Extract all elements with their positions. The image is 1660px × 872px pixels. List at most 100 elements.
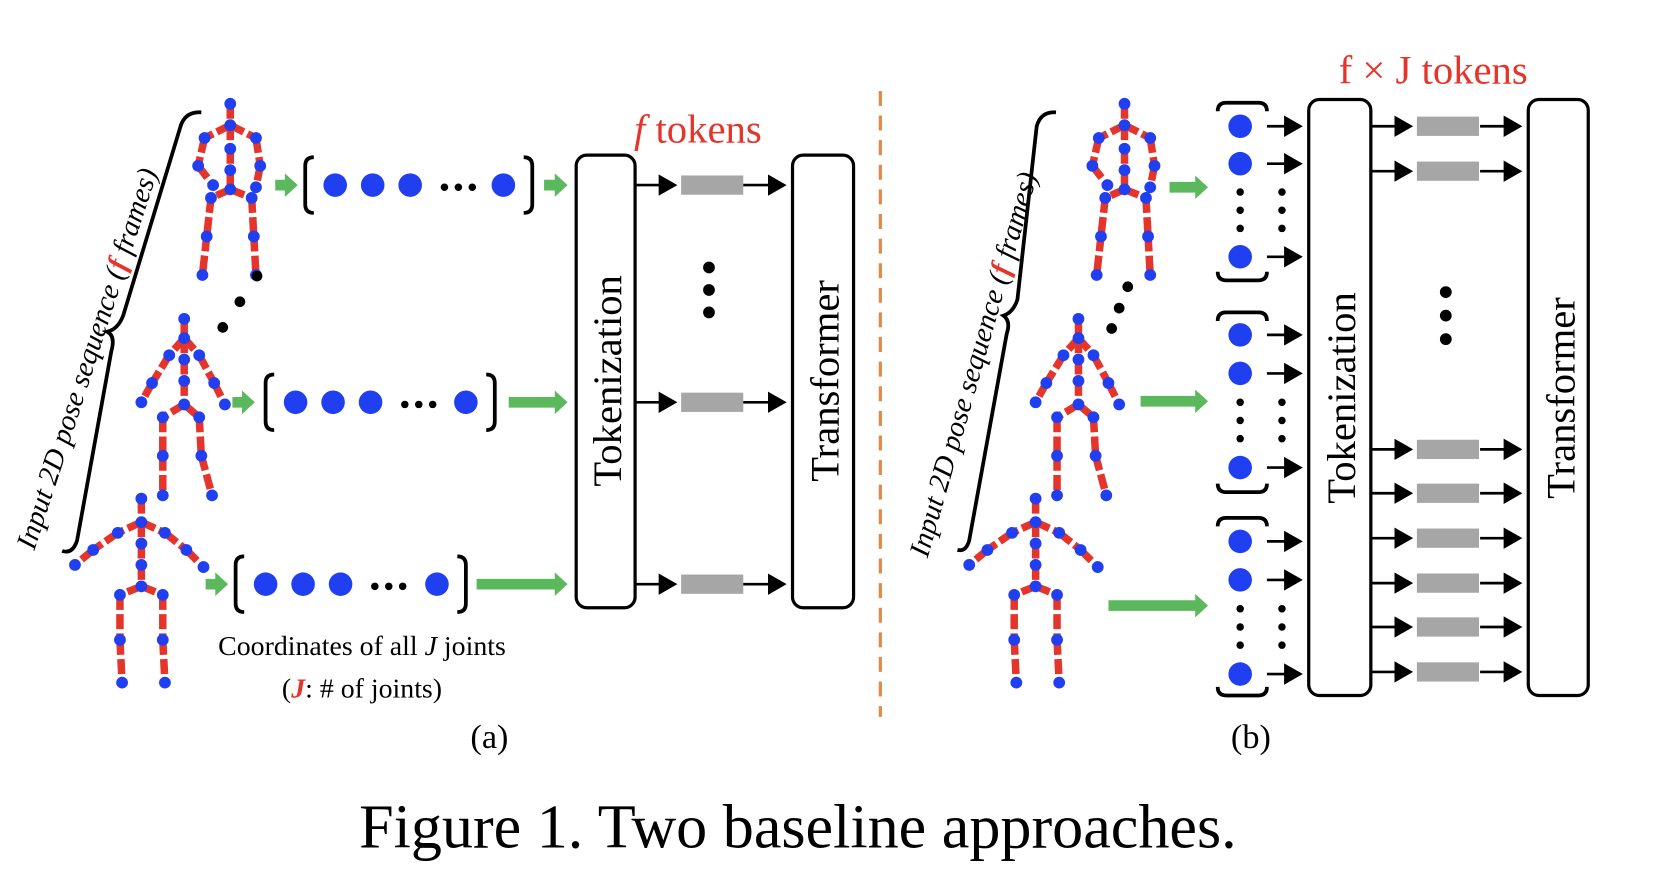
bracket-top — [1215, 100, 1269, 112]
skeleton-frame-1-joint — [1140, 192, 1152, 204]
skeleton-frame-1-joint — [224, 142, 237, 155]
skeleton-frame-1-joint — [1142, 230, 1154, 243]
skeleton-frame-1-joint — [1090, 269, 1103, 281]
sublabel-b: (b) — [1231, 718, 1271, 756]
skeleton-frame-3-joint — [116, 676, 128, 689]
joint-token-input — [1228, 455, 1252, 480]
skeleton-frame-1-limb — [1097, 197, 1109, 237]
green-arrow — [1108, 593, 1209, 618]
transformer-label-b: Transformer — [1538, 297, 1583, 499]
skeleton-frame-1-joint — [224, 119, 237, 132]
green-arrow — [205, 572, 229, 596]
ellipsis-dot — [454, 183, 463, 191]
ellipsis-dot — [1278, 398, 1286, 407]
skeleton-frame-3-joint — [963, 559, 976, 571]
skeleton-frame-2-joint — [219, 398, 231, 411]
skeleton-frame-3-limb — [1053, 639, 1063, 683]
ellipsis-dot — [1106, 323, 1118, 334]
tokenization-box-a — [574, 153, 637, 610]
skeleton-frame-1-joint — [1118, 97, 1131, 110]
ellipsis-dot — [398, 582, 407, 591]
joint-token-input — [1228, 662, 1252, 686]
green-arrow — [1169, 175, 1209, 200]
ellipsis-dot — [1278, 416, 1286, 425]
skeleton-frame-3-limb — [1010, 639, 1021, 683]
tokenization-label-a: Tokenization — [585, 275, 630, 487]
skeleton-frame-2-joint — [1087, 411, 1100, 424]
skeleton-frame-2-joint — [1072, 312, 1085, 325]
skeleton-frame-2-joint — [1100, 489, 1113, 502]
skeleton-frame-2-joint — [178, 312, 191, 325]
skeleton-frame-1-limb — [202, 197, 215, 237]
joint-token — [1416, 483, 1480, 503]
ellipsis-dot — [1278, 434, 1286, 443]
joint-coordinate — [358, 390, 383, 415]
joint-coordinate — [491, 173, 516, 197]
joint-token — [1416, 662, 1480, 682]
ellipsis-dot — [1236, 605, 1244, 613]
skeleton-frame-3-joint — [1029, 516, 1042, 529]
skeleton-frame-1-joint — [1101, 179, 1114, 191]
bracket-right — [486, 372, 497, 432]
green-arrow — [508, 390, 568, 415]
bracket-bottom — [1215, 483, 1269, 495]
skeleton-frame-1-joint — [245, 192, 258, 204]
skeleton-frame-3-joint — [1051, 633, 1063, 646]
skeleton-frame-1-joint — [205, 192, 217, 204]
joint-token — [1416, 116, 1480, 136]
skeleton-frame-1-joint — [1118, 183, 1131, 196]
ellipsis-dot — [703, 261, 715, 274]
ellipsis-dot — [1236, 434, 1244, 443]
skeleton-frame-1-limb — [1142, 197, 1152, 237]
skeleton-frame-2-joint — [156, 411, 169, 424]
bracket-left — [233, 554, 245, 614]
skeleton-frame-2-joint — [208, 377, 221, 389]
bracket-right — [457, 554, 468, 614]
frame-token — [681, 574, 744, 594]
skeleton-frame-3-joint — [1006, 526, 1018, 539]
skeleton-frame-3-joint — [156, 589, 169, 601]
frame-brace-b — [956, 110, 1057, 553]
ellipsis-dot — [703, 284, 715, 296]
joint-token-input — [1228, 114, 1252, 139]
skeleton-frame-3-joint — [197, 561, 210, 573]
bracket-top — [1215, 515, 1269, 527]
skeleton-frame-1-joint — [1118, 142, 1131, 155]
joint-coordinate — [398, 173, 422, 197]
skeleton-frame-2-joint — [1089, 449, 1102, 462]
skeleton-frame-3-joint — [114, 633, 126, 646]
skeleton-frame-3-joint — [981, 544, 994, 556]
ellipsis-dot — [428, 400, 437, 409]
joint-token-input — [1228, 151, 1252, 176]
joint-token — [1416, 617, 1480, 637]
skeleton-frame-2-joint — [135, 396, 148, 409]
skeleton-frame-1-limb — [1144, 236, 1154, 276]
skeleton-frame-3-limb — [159, 639, 169, 683]
skeleton-frame-1-joint — [250, 181, 262, 194]
frame-brace-a — [61, 110, 202, 554]
ellipsis-dot — [1236, 623, 1244, 631]
skeleton-frame-3-joint — [159, 526, 171, 539]
skeleton-frame-2-joint — [1029, 396, 1042, 409]
ellipsis-dot — [1278, 641, 1286, 649]
joint-token-input — [1228, 529, 1252, 554]
ellipsis-dot — [251, 270, 263, 282]
skeleton-frame-2-joint — [1072, 375, 1085, 387]
skeleton-frame-2-joint — [178, 353, 191, 366]
transformer-box-b — [1526, 97, 1590, 698]
joint-token — [1416, 573, 1480, 593]
skeleton-frame-2-joint — [206, 489, 218, 502]
frame-token — [681, 175, 744, 195]
ellipsis-dot — [1278, 224, 1286, 233]
skeleton-frame-3-joint — [1051, 589, 1063, 601]
skeleton-frame-1-joint — [207, 179, 220, 191]
skeleton-frame-2-joint — [1113, 398, 1126, 411]
green-arrow — [544, 173, 568, 197]
ellipsis-dot — [1122, 281, 1134, 293]
joint-coordinate — [253, 572, 278, 596]
skeleton-frame-3-joint — [180, 544, 193, 556]
joint-coordinate — [425, 572, 449, 596]
skeleton-frame-3-joint — [135, 492, 148, 505]
skeleton-frame-1-joint — [1144, 269, 1157, 281]
bracket-bottom — [1215, 271, 1269, 283]
